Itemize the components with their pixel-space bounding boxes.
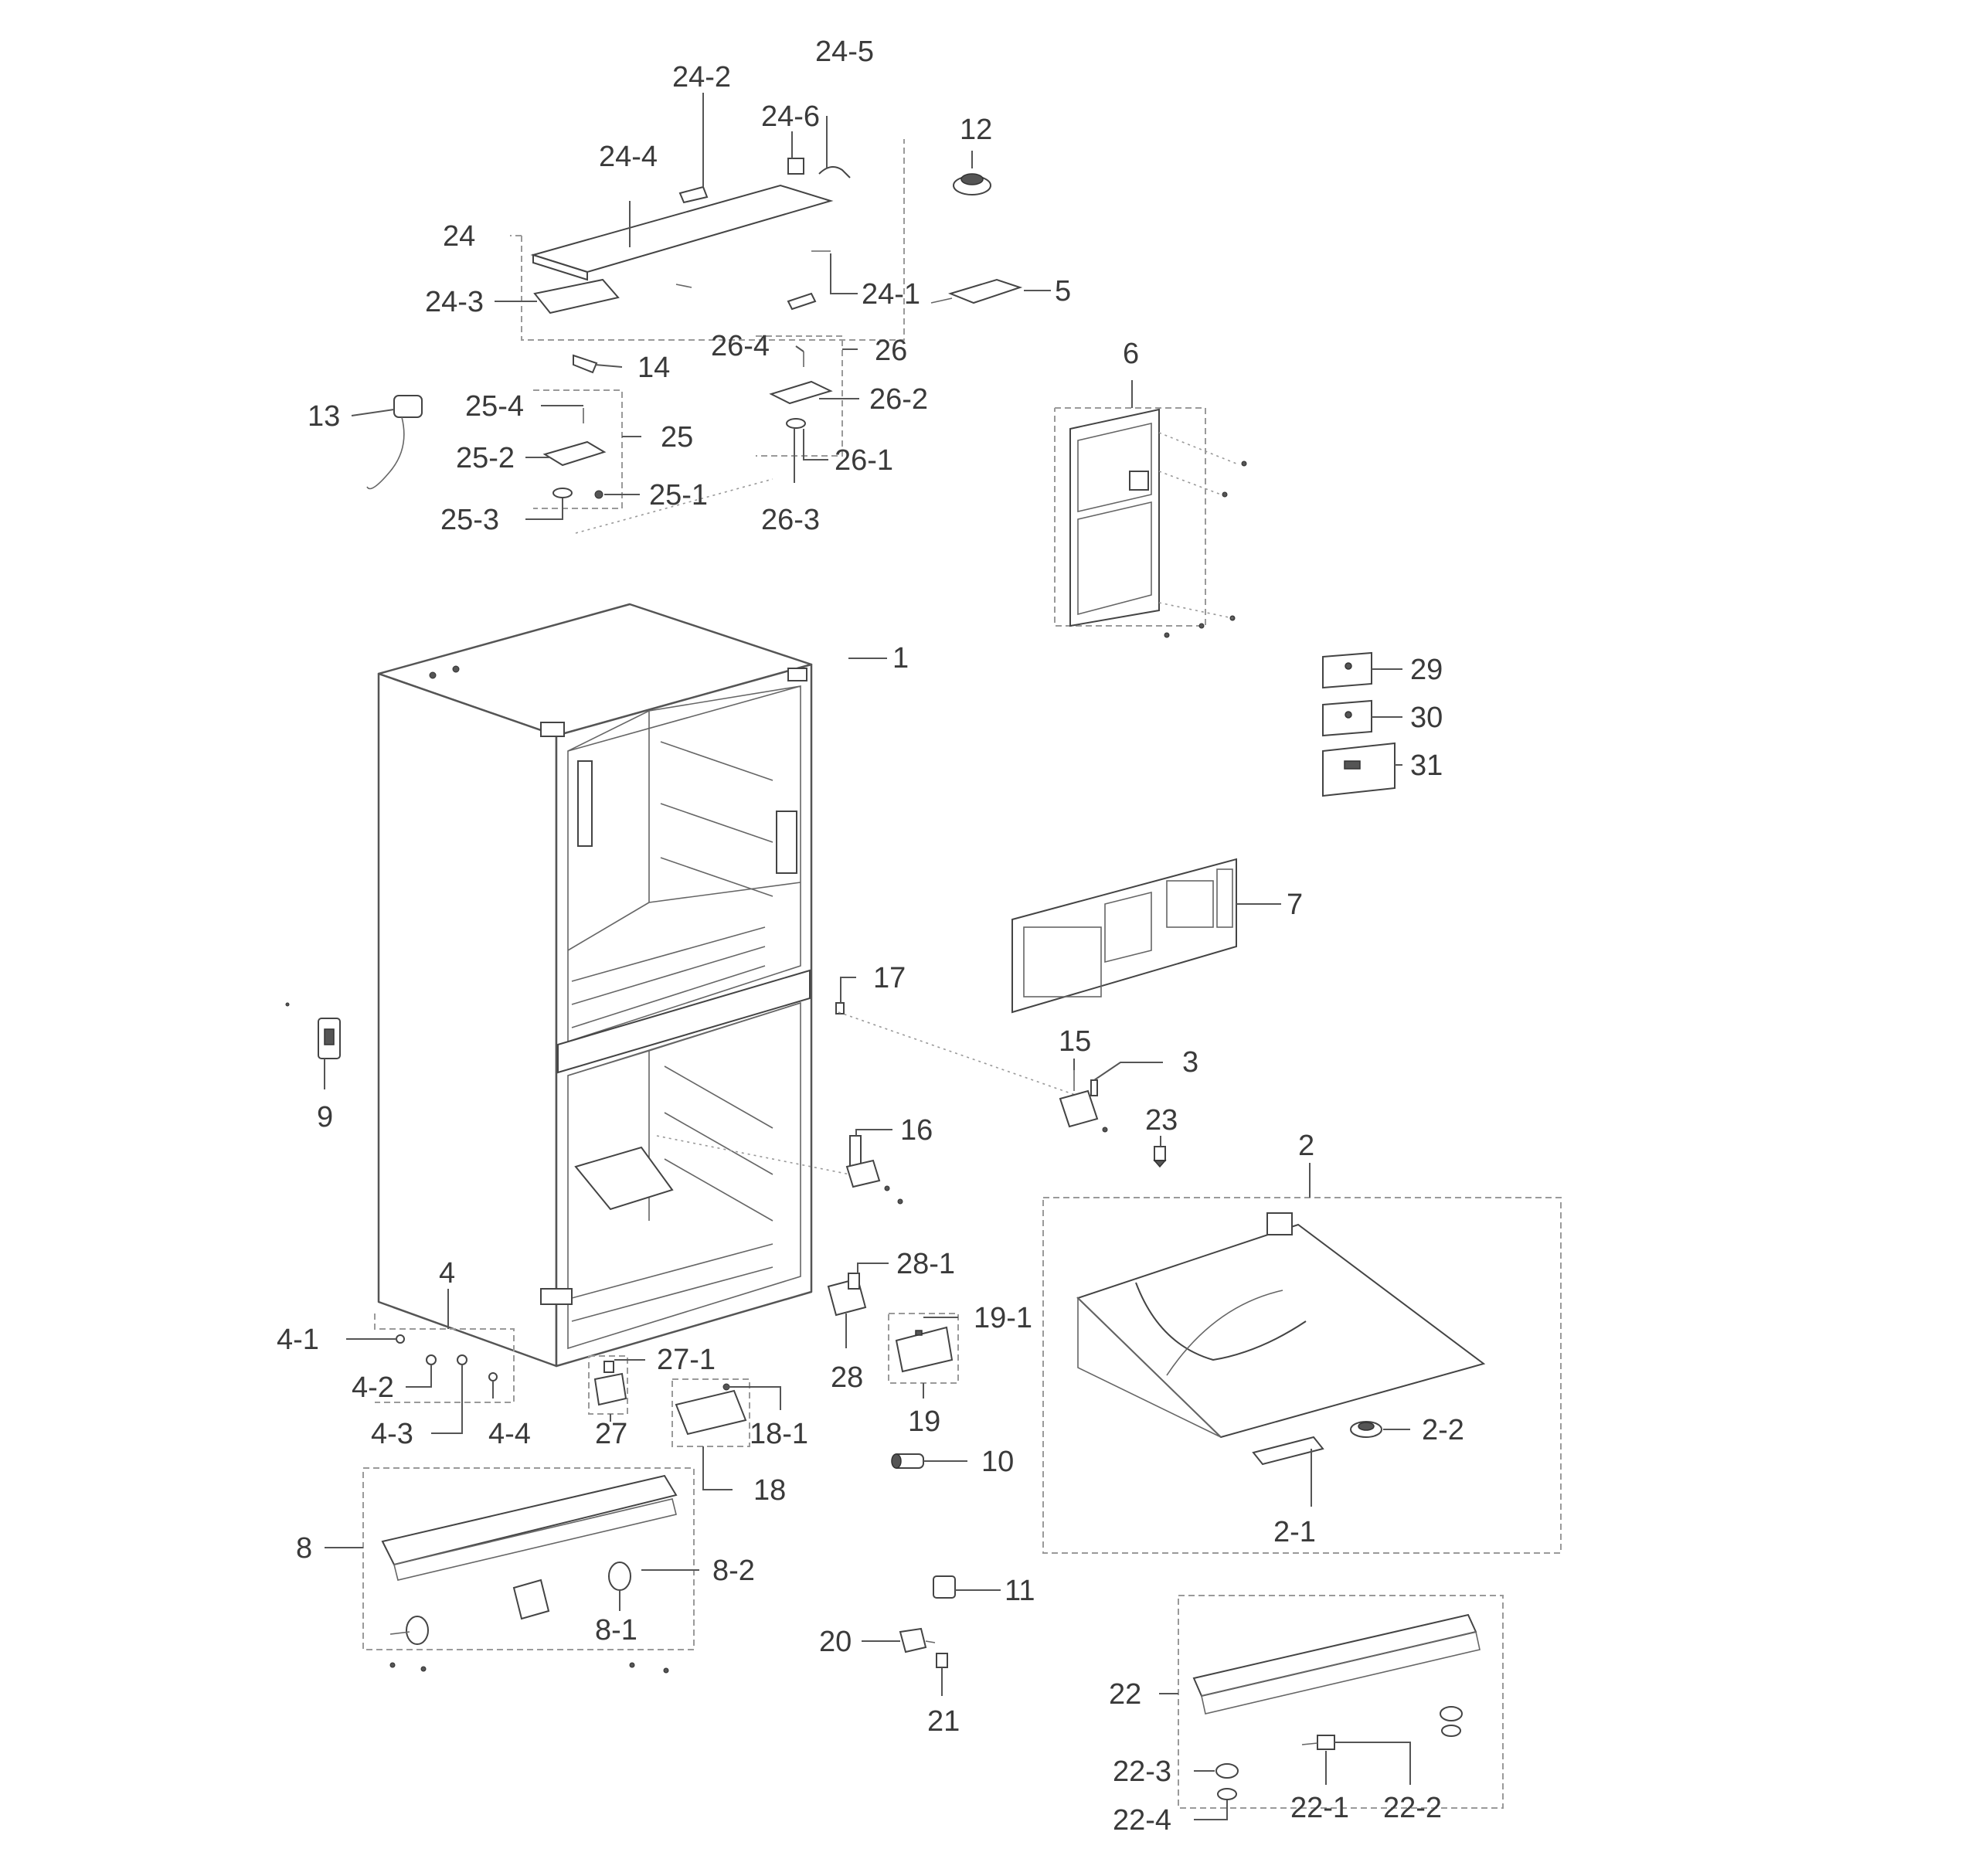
label-11: 11: [1005, 1575, 1035, 1607]
label-9: 9: [317, 1101, 333, 1133]
label-28-1: 28-1: [896, 1248, 955, 1280]
label-22-2: 22-2: [1383, 1792, 1442, 1824]
label-22-3: 22-3: [1113, 1755, 1171, 1788]
part-15: [1059, 1070, 1108, 1133]
label-25-2: 25-2: [456, 442, 515, 474]
label-26-4: 26-4: [711, 330, 770, 362]
label-18-1: 18-1: [750, 1418, 808, 1450]
label-25: 25: [661, 421, 693, 454]
group-27: [588, 1355, 628, 1415]
group-4: [374, 1314, 515, 1403]
label-25-1: 25-1: [649, 479, 708, 511]
label-22-1: 22-1: [1290, 1792, 1349, 1824]
label-4-3: 4-3: [371, 1418, 413, 1450]
label-24: 24: [443, 220, 475, 253]
part-13: [366, 395, 423, 490]
part-20: [899, 1627, 936, 1653]
label-2: 2: [1298, 1130, 1314, 1162]
part-21: [936, 1653, 948, 1668]
label-26-3: 26-3: [761, 504, 820, 536]
group-8: [362, 1467, 695, 1674]
label-31: 31: [1410, 749, 1443, 782]
part-11: [933, 1575, 956, 1599]
label-24-4: 24-4: [599, 141, 658, 173]
part-10: [891, 1453, 924, 1469]
label-4-1: 4-1: [277, 1324, 319, 1356]
label-3: 3: [1182, 1046, 1198, 1079]
label-29: 29: [1410, 654, 1443, 686]
label-24-6: 24-6: [761, 100, 820, 133]
label-5: 5: [1055, 275, 1071, 308]
leader-lines: [324, 93, 1411, 1820]
label-1: 1: [892, 642, 909, 675]
group-19: [888, 1313, 959, 1384]
part-9: [285, 1002, 341, 1059]
label-26: 26: [875, 335, 907, 367]
group-25: [533, 389, 773, 534]
label-14: 14: [637, 352, 670, 384]
group-18: [671, 1378, 750, 1447]
label-7: 7: [1287, 889, 1303, 921]
label-30: 30: [1410, 702, 1443, 734]
label-13: 13: [308, 400, 340, 433]
label-26-2: 26-2: [869, 383, 928, 416]
label-24-2: 24-2: [672, 61, 731, 93]
label-24-5: 24-5: [815, 36, 874, 68]
part-5: [930, 278, 1023, 304]
label-21: 21: [927, 1705, 960, 1738]
label-18: 18: [753, 1474, 786, 1507]
label-4: 4: [439, 1257, 455, 1290]
group-26: [756, 292, 843, 457]
label-27: 27: [595, 1418, 627, 1450]
label-22-4: 22-4: [1113, 1804, 1171, 1837]
label-25-3: 25-3: [440, 504, 499, 536]
label-24-1: 24-1: [862, 278, 920, 311]
label-28: 28: [831, 1361, 863, 1394]
group-2: [1042, 1197, 1562, 1554]
label-2-2: 2-2: [1422, 1414, 1464, 1446]
part-28: [827, 1273, 867, 1317]
label-26-1: 26-1: [835, 444, 893, 477]
label-19: 19: [908, 1405, 940, 1438]
label-2-1: 2-1: [1273, 1516, 1316, 1548]
label-23: 23: [1145, 1104, 1178, 1137]
label-20: 20: [819, 1626, 852, 1658]
label-4-4: 4-4: [488, 1418, 531, 1450]
label-19-1: 19-1: [974, 1302, 1032, 1334]
group-24: [510, 139, 905, 341]
label-16: 16: [900, 1114, 933, 1147]
label-10: 10: [981, 1446, 1014, 1478]
label-27-1: 27-1: [657, 1344, 716, 1376]
pcb-31: [1322, 742, 1396, 797]
label-22: 22: [1109, 1678, 1141, 1711]
part-23: [1153, 1146, 1167, 1168]
label-8-2: 8-2: [712, 1555, 755, 1587]
part-14: [573, 354, 598, 374]
label-15: 15: [1059, 1025, 1091, 1058]
label-25-4: 25-4: [465, 390, 524, 423]
part-12: [953, 173, 991, 195]
part-7: [1011, 858, 1237, 1014]
label-6: 6: [1123, 338, 1139, 370]
label-8-1: 8-1: [595, 1614, 637, 1647]
pcb-30: [1322, 699, 1372, 737]
label-4-2: 4-2: [352, 1371, 394, 1404]
label-8: 8: [296, 1532, 312, 1565]
part-labels: 1 2 2-1 2-2 3 4 4-1 4-2 4-3 4-4 5 6 7 8 …: [277, 36, 1464, 1837]
label-17: 17: [873, 962, 906, 994]
label-12: 12: [960, 114, 992, 146]
pcb-29: [1322, 651, 1372, 689]
group-6: [1054, 407, 1247, 638]
group-22: [1178, 1595, 1504, 1809]
cabinet: [377, 603, 813, 1368]
label-24-3: 24-3: [425, 286, 484, 318]
